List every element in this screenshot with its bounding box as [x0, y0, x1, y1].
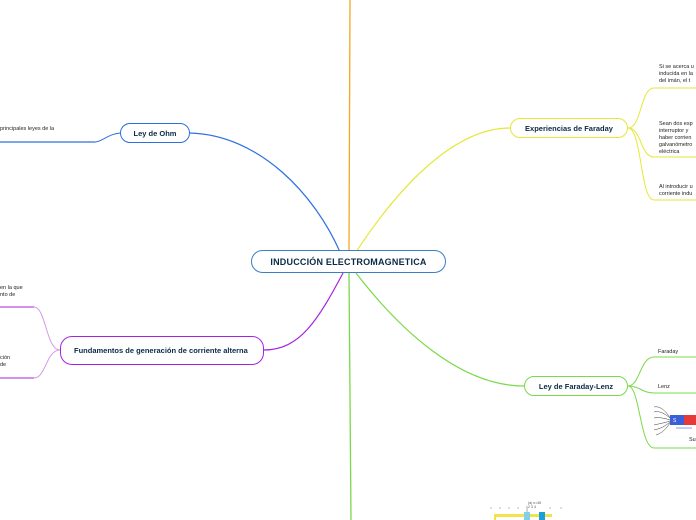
generacion-note-2[interactable]: ción de	[0, 355, 10, 369]
link-ohm	[190, 133, 340, 252]
topic-generacion-corriente-alterna[interactable]: Fundamentos de generación de corriente a…	[60, 336, 264, 365]
link-faraday	[356, 128, 510, 252]
faraday-note-3[interactable]: Al introducir u corriente indu	[659, 184, 693, 198]
faraday-note-1[interactable]: Si se acerca u inducida en la del imán, …	[659, 64, 694, 85]
topic-ley-de-ohm[interactable]: Ley de Ohm	[120, 123, 190, 143]
link-gen-note-2	[34, 350, 60, 378]
topic-experiencias-de-faraday[interactable]: Experiencias de Faraday	[510, 118, 628, 138]
faraday-note-2[interactable]: Sean dos esp interruptor y haber corrien…	[659, 121, 693, 156]
link-generacion	[264, 273, 343, 350]
galvanometer-scale-icon	[488, 500, 566, 520]
bar-magnet-icon: S	[654, 404, 696, 436]
link-gen-note-1	[34, 307, 60, 350]
link-lenz-note-2	[628, 386, 654, 393]
topic-ley-de-faraday-lenz[interactable]: Ley de Faraday-Lenz	[524, 376, 628, 396]
link-lenz	[356, 273, 524, 386]
link-ohm-note	[95, 133, 120, 142]
lenz-note-su[interactable]: Su	[689, 437, 696, 444]
lenz-note-lenz[interactable]: Lenz	[658, 384, 670, 391]
bottom-branch-line	[349, 273, 351, 520]
galvanometer-scale-label: (a) n=45 2 3 4	[528, 501, 541, 509]
generacion-note-1[interactable]: en la que nto de	[0, 285, 23, 299]
link-far-note-3	[628, 128, 654, 200]
lenz-note-faraday[interactable]: Faraday	[658, 349, 678, 356]
ohm-note[interactable]: principales leyes de la	[0, 126, 54, 133]
top-branch-line	[349, 0, 350, 250]
link-lenz-note-1	[628, 357, 654, 386]
central-topic[interactable]: INDUCCIÓN ELECTROMAGNETICA	[251, 250, 446, 273]
link-far-note-1	[628, 88, 654, 128]
link-lenz-note-3	[628, 386, 654, 448]
link-far-note-2	[628, 128, 654, 157]
